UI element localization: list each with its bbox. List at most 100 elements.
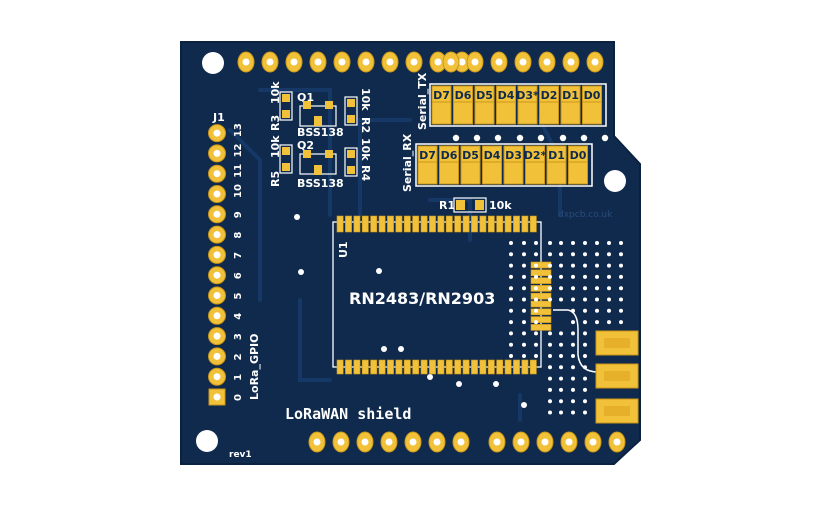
fab-watermark: dxpcb.co.uk [558, 210, 613, 220]
r4-resistor [344, 147, 358, 177]
j1-pin [208, 266, 226, 285]
module-pad [529, 359, 537, 375]
serial-rx-jumper-label: D0 [570, 149, 587, 162]
top-header-pin [466, 51, 484, 73]
antenna-trace [553, 309, 612, 373]
serial-rx-jumper-label: D2* [524, 149, 547, 162]
module-pad [530, 285, 552, 292]
module-pad [530, 324, 552, 331]
module-pad [437, 359, 445, 375]
j1-pin [208, 367, 226, 386]
top-header-pin [285, 51, 303, 73]
serial-tx-jumper: D2 [539, 85, 559, 125]
top-header-pin [405, 51, 423, 73]
j1-pin-label: 11 [233, 164, 244, 178]
j1-pin [208, 144, 226, 163]
serial-tx-jumper: D5 [474, 85, 495, 125]
bottom-header-pin [536, 431, 554, 453]
r5-value: 10k [269, 135, 282, 158]
module-pad [412, 359, 420, 375]
serial-tx-jumper-label: D3* [516, 89, 539, 102]
top-header-pin [442, 51, 460, 73]
serial-rx-outline [415, 143, 593, 187]
serial-rx-jumper: D2* [524, 145, 547, 185]
serial-tx-jumper: D0 [582, 85, 602, 125]
module-pad [530, 316, 552, 323]
module-pad [353, 359, 361, 375]
module-pad [513, 359, 520, 375]
module-pad [479, 215, 487, 233]
module-pad [530, 261, 552, 269]
module-right-pads [530, 261, 552, 331]
module-pad [412, 215, 420, 233]
serial-rx-jumper: D0 [568, 145, 588, 185]
serial-tx-jumper-label: D1 [562, 89, 579, 102]
bottom-header-pin [452, 431, 470, 453]
r1-value: 10k [489, 199, 512, 212]
serial-tx-label: Serial_TX [416, 72, 429, 130]
module-pad [479, 359, 487, 375]
module-pad [487, 215, 495, 233]
top-header-pin [586, 51, 604, 73]
mounting-hole-right [604, 170, 626, 192]
module-pad [521, 359, 529, 375]
serial-tx-jumper: D3* [516, 85, 539, 125]
r3-ref: R3 [269, 115, 282, 131]
top-header-pin [333, 51, 351, 73]
module-pad [462, 215, 470, 233]
serial-rx-jumper: D4 [482, 145, 502, 185]
serial-rx-jumper: D5 [460, 145, 481, 185]
q1-ref: Q1 [297, 91, 314, 104]
serial-tx-jumper: D6 [453, 85, 473, 125]
r2-resistor [344, 96, 358, 126]
module-pad [345, 215, 352, 233]
j1-gpio-header [208, 124, 226, 406]
module-pad [429, 215, 436, 233]
serial-tx-jumper-label: D2 [541, 89, 558, 102]
top-header-pin [490, 51, 508, 73]
module-pad [487, 359, 495, 375]
serial-rx-jumper: D7 [417, 145, 438, 185]
bottom-header-pin [584, 431, 602, 453]
bottom-header-pin [560, 431, 578, 453]
top-header-pin [429, 51, 447, 73]
j1-pin [208, 388, 226, 406]
j1-pin [208, 205, 226, 224]
j1-pin-label: 8 [233, 232, 244, 239]
top-arduino-header [237, 51, 604, 73]
j1-pin [208, 225, 226, 244]
serial-tx-jumper-label: D5 [476, 89, 493, 102]
j1-pin [208, 347, 226, 366]
j1-pin-label: 6 [233, 272, 244, 279]
j1-pin [208, 164, 226, 183]
module-pad [530, 269, 552, 277]
module-pad [378, 359, 386, 375]
board-title: LoRaWAN shield [285, 405, 411, 423]
serial-tx-jumper: D7 [431, 85, 452, 125]
j1-pin-label: 9 [233, 211, 244, 218]
q2-part: BSS138 [297, 177, 344, 190]
module-pad [496, 359, 504, 375]
module-pad [504, 359, 512, 375]
level-shifter-area: Q1 BSS138 Q2 BSS138 R3 10k R5 10k [269, 81, 372, 190]
serial-rx-jumper: D6 [439, 145, 459, 185]
j1-pin-label: 1 [233, 374, 244, 381]
module-bottom-pads [336, 359, 537, 375]
bottom-header-pin [356, 431, 374, 453]
via-row [452, 134, 609, 142]
serial-tx-jumper-label: D0 [584, 89, 601, 102]
module-pad [395, 359, 403, 375]
j1-pin-label: 5 [233, 293, 244, 300]
j1-pin-label: 2 [233, 353, 244, 360]
module-pad [496, 215, 504, 233]
serial-rx-jumper-label: D5 [462, 149, 479, 162]
module-pad [336, 359, 344, 375]
q1-part: BSS138 [297, 126, 344, 139]
module-pad [370, 359, 378, 375]
module-pad [345, 359, 352, 375]
r1-outline [453, 197, 487, 213]
serial-rx-jumper: D1 [546, 145, 567, 185]
bottom-header-pin [488, 431, 506, 453]
bottom-header-pin [380, 431, 398, 453]
